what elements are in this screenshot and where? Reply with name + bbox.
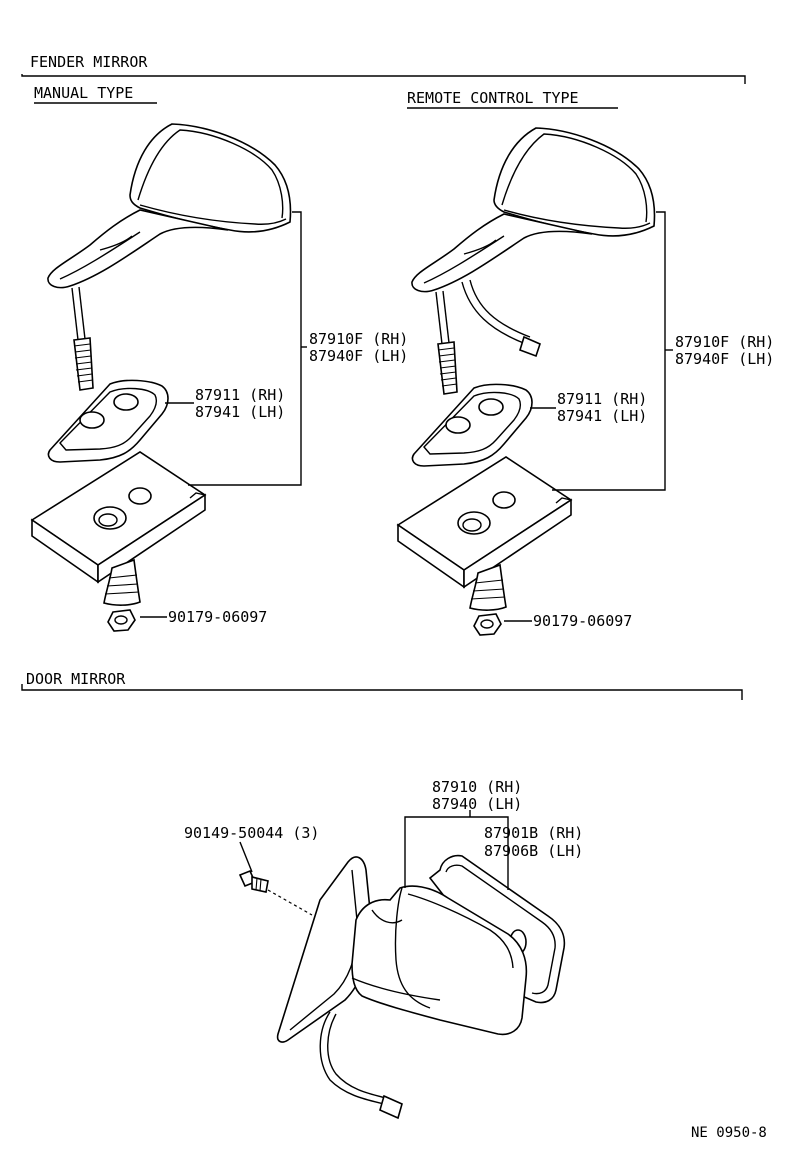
manual-nut-label: 90179-06097 <box>168 608 267 626</box>
remote-fender-mirror-assembly <box>411 127 656 395</box>
remote-nut <box>473 613 502 636</box>
manual-pad-rh-label: 87911 (RH) <box>195 386 285 404</box>
remote-nut-label: 90179-06097 <box>533 612 632 630</box>
manual-pad-lh-label: 87941 (LH) <box>195 403 285 421</box>
figure-code: NE 0950-8 <box>691 1125 767 1141</box>
remote-type-title: REMOTE CONTROL TYPE <box>407 89 579 107</box>
door-mirror-bracket-line <box>404 816 509 890</box>
remote-base-pad <box>411 383 533 467</box>
remote-mirror-bracket-line <box>552 211 666 491</box>
door-glass-lh-label: 87906B (LH) <box>484 842 583 860</box>
manual-type-title: MANUAL TYPE <box>34 84 133 102</box>
remote-mirror-rh-label: 87910F (RH) <box>675 333 774 351</box>
manual-base-pad <box>47 379 169 463</box>
manual-mirror-lh-label: 87940F (LH) <box>309 347 408 365</box>
remote-mirror-lh-label: 87940F (LH) <box>675 350 774 368</box>
screw-leader <box>239 841 253 873</box>
door-mirror-title: DOOR MIRROR <box>26 670 126 688</box>
manual-fender-mirror-assembly <box>47 123 292 391</box>
door-mirror-rh-label: 87910 (RH) <box>432 778 522 796</box>
manual-nut <box>107 609 136 632</box>
door-glass-rh-label: 87901B (RH) <box>484 824 583 842</box>
door-screw-label: 90149-50044 (3) <box>184 824 319 842</box>
screw-install-path <box>267 889 313 916</box>
remote-pad-rh-label: 87911 (RH) <box>557 390 647 408</box>
manual-mirror-bracket-line <box>188 211 302 486</box>
remote-pad-lh-label: 87941 (LH) <box>557 407 647 425</box>
fender-section-bracket <box>21 74 746 84</box>
manual-mirror-rh-label: 87910F (RH) <box>309 330 408 348</box>
door-section-bracket <box>21 684 743 700</box>
manual-mounting-bracket <box>30 451 207 606</box>
remote-mounting-bracket <box>396 456 573 611</box>
door-mirror-body <box>276 856 528 1120</box>
door-mirror-screw <box>238 869 269 893</box>
fender-mirror-title: FENDER MIRROR <box>30 53 148 71</box>
door-mirror-lh-label: 87940 (LH) <box>432 795 522 813</box>
